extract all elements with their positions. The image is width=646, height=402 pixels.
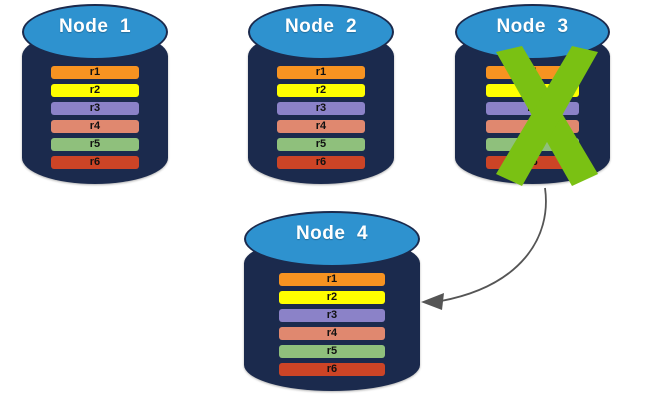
node-1-label: Node 1 <box>58 16 132 37</box>
node-2-cylinder-top <box>248 4 394 60</box>
node-4-label: Node 4 <box>295 223 369 244</box>
row-bar[interactable]: r3 <box>277 102 365 115</box>
node-2-label: Node 2 <box>284 16 358 37</box>
row-bar[interactable]: r3 <box>279 309 385 322</box>
row-bar[interactable]: r3 <box>486 102 579 115</box>
row-bar[interactable]: r5 <box>486 138 579 151</box>
row-bar[interactable]: r1 <box>51 66 139 79</box>
node-1-cylinder-top <box>22 4 168 60</box>
row-bar[interactable]: r5 <box>279 345 385 358</box>
row-bar[interactable]: r6 <box>277 156 365 169</box>
node-1-rows: r1 r2 r3 r4 r5 r6 <box>22 66 168 176</box>
row-bar[interactable]: r2 <box>486 84 579 97</box>
row-bar[interactable]: r2 <box>51 84 139 97</box>
node-1[interactable]: Node 1 r1 r2 r3 r4 r5 r6 <box>22 4 168 190</box>
row-bar[interactable]: r3 <box>51 102 139 115</box>
node-2-rows: r1 r2 r3 r4 r5 r6 <box>248 66 394 176</box>
row-bar[interactable]: r6 <box>51 156 139 169</box>
row-bar[interactable]: r2 <box>277 84 365 97</box>
row-bar[interactable]: r4 <box>279 327 385 340</box>
row-bar[interactable]: r1 <box>486 66 579 79</box>
row-bar[interactable]: r5 <box>277 138 365 151</box>
row-bar[interactable]: r2 <box>279 291 385 304</box>
node-4-cylinder-top <box>244 211 420 267</box>
row-bar[interactable]: r6 <box>486 156 579 169</box>
row-bar[interactable]: r4 <box>51 120 139 133</box>
row-bar[interactable]: r1 <box>279 273 385 286</box>
node-3-rows: r1 r2 r3 r4 r5 r6 <box>455 66 610 176</box>
node-4-rows: r1 r2 r3 r4 r5 r6 <box>244 273 420 383</box>
row-bar[interactable]: r4 <box>277 120 365 133</box>
row-bar[interactable]: r1 <box>277 66 365 79</box>
node-4[interactable]: Node 4 r1 r2 r3 r4 r5 r6 <box>244 211 420 397</box>
replication-arrow-head <box>421 293 444 310</box>
row-bar[interactable]: r6 <box>279 363 385 376</box>
replication-arrow-path <box>440 187 547 302</box>
node-3-label: Node 3 <box>496 16 569 37</box>
row-bar[interactable]: r5 <box>51 138 139 151</box>
node-3[interactable]: Node 3 r1 r2 r3 r4 r5 r6 <box>455 4 610 190</box>
node-2[interactable]: Node 2 r1 r2 r3 r4 r5 r6 <box>248 4 394 190</box>
row-bar[interactable]: r4 <box>486 120 579 133</box>
